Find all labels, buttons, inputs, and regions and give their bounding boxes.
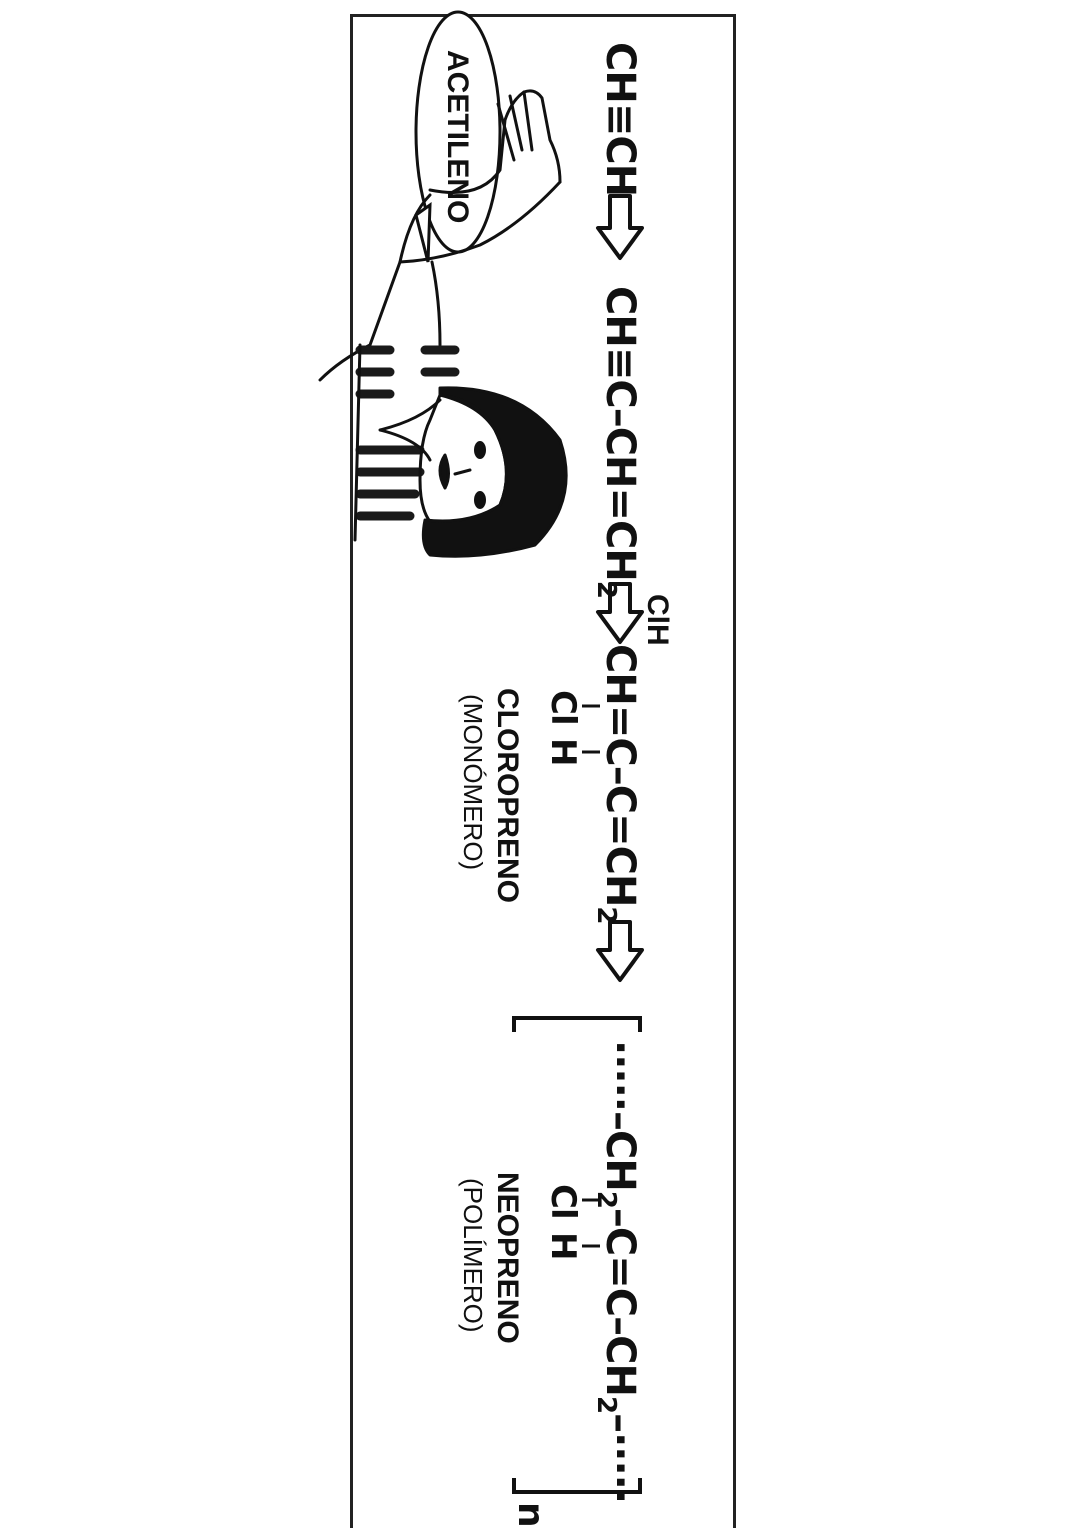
formula-vinylacetylene-subscript: 2 [591, 580, 621, 598]
neoprene-chain-left: ·····–CH [597, 1040, 643, 1191]
neoprene-subscript-right: 2 [591, 1395, 621, 1414]
formula-chloroprene-part-b: C–C=CH [597, 737, 643, 907]
reaction-arrows [596, 194, 644, 982]
neoprene-chain-right: –····· [597, 1413, 643, 1504]
right-bracket [512, 1478, 642, 1494]
arrow-3 [596, 920, 644, 982]
formula-chloroprene-part-a: CH= [597, 644, 643, 738]
presenter-character [318, 89, 568, 558]
neoprene-role: (POLÍMERO) [458, 1178, 488, 1333]
left-bracket [512, 1016, 642, 1032]
formula-acetylene: CH≡CH [597, 42, 643, 197]
formula-chloroprene: CH=C–C=CH2 [591, 644, 643, 924]
neoprene-branch-cl: Cl [543, 1184, 583, 1219]
reagent-label: ClH [641, 594, 674, 646]
arrow-1 [596, 194, 644, 260]
formula-neoprene: ·····–CH2–C=C–CH2–····· [591, 1040, 643, 1504]
chloroprene-role: (MONÓMERO) [458, 694, 488, 871]
formula-vinylacetylene-main: CH≡C–CH=CH [597, 286, 643, 581]
neoprene-subscript-left: 2 [591, 1190, 621, 1208]
chloroprene-branch-h: H [543, 738, 583, 766]
formula-vinylacetylene: CH≡C–CH=CH2 [591, 286, 643, 598]
branch-bonds [582, 704, 600, 1248]
formula-chloroprene-subscript: 2 [591, 906, 621, 924]
arrow-2 [596, 582, 644, 644]
neoprene-branch-h: H [543, 1232, 583, 1260]
chloroprene-branch-cl: Cl [543, 690, 583, 725]
neoprene-chain-middle: –C=C–CH [597, 1207, 643, 1396]
comic-panel-frame [350, 14, 736, 1528]
polymer-brackets [512, 1016, 642, 1494]
chloroprene-name: CLOROPRENO [491, 688, 524, 904]
speech-bubble-text: ACETILENO [441, 50, 474, 224]
repeat-unit-n: n [510, 1502, 551, 1527]
neoprene-name: NEOPRENO [491, 1172, 524, 1344]
